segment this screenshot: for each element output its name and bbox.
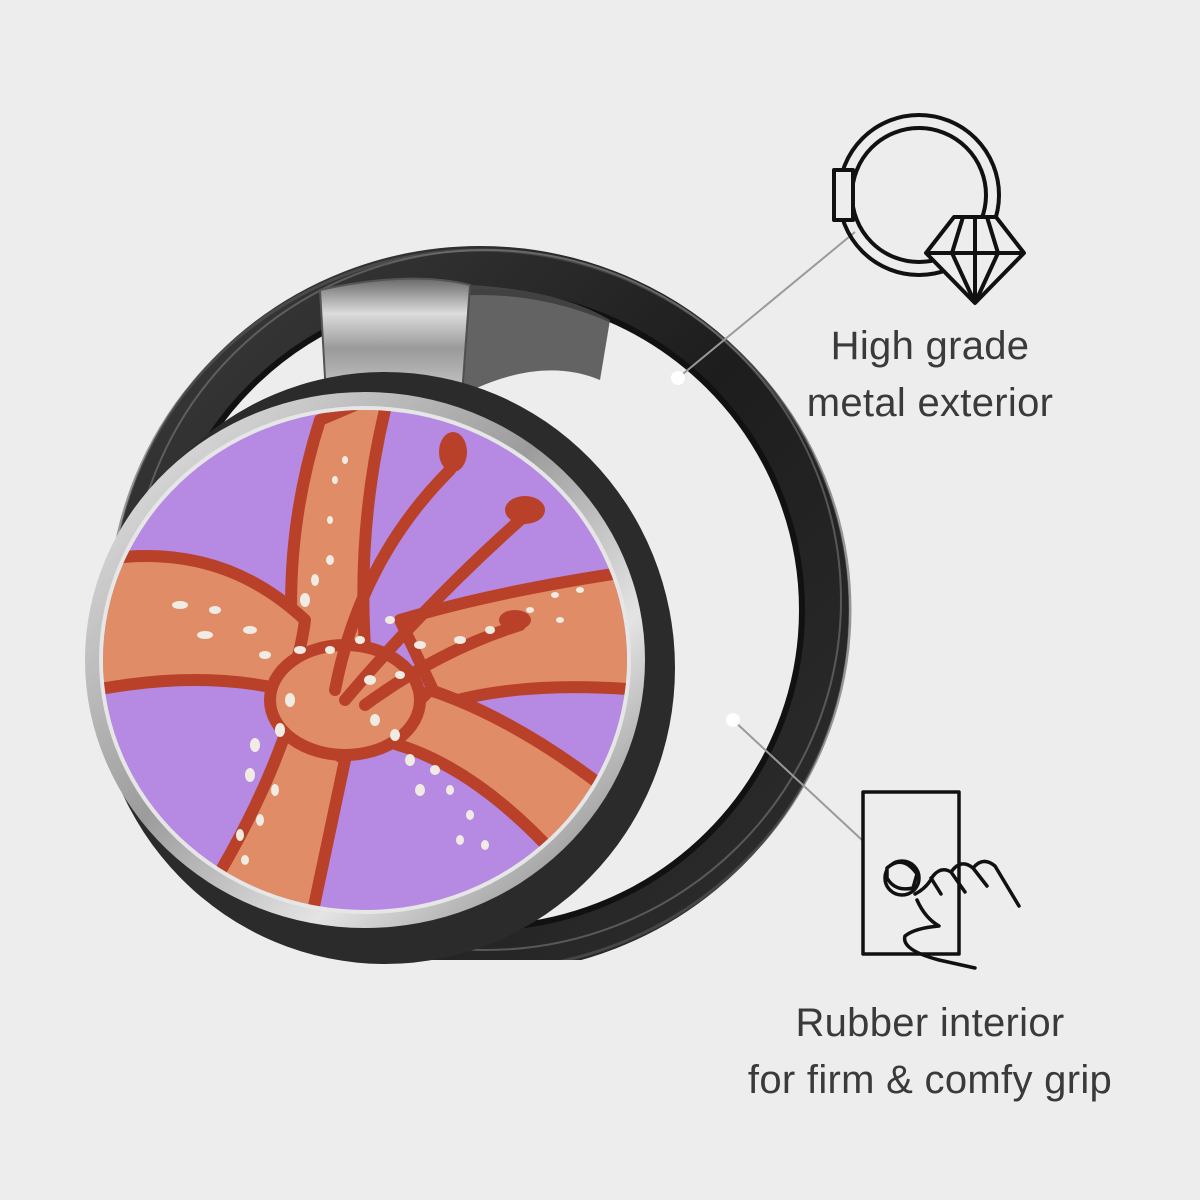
feature-metal-line1: High grade — [830, 324, 1030, 368]
feature-metal-line2: metal exterior — [806, 381, 1054, 425]
callout-metal — [671, 231, 856, 385]
feature-metal-exterior: High grade metal exterior — [770, 318, 1090, 432]
ring-diamond-icon — [832, 113, 1026, 305]
artwork-face — [103, 410, 627, 910]
feature-rubber-line2: for firm & comfy grip — [747, 1058, 1113, 1102]
feature-rubber-line1: Rubber interior — [795, 1001, 1065, 1045]
phone-hand-ring-icon — [861, 790, 1021, 970]
callout-rubber — [726, 713, 863, 841]
feature-rubber-interior: Rubber interior for firm & comfy grip — [700, 995, 1160, 1109]
